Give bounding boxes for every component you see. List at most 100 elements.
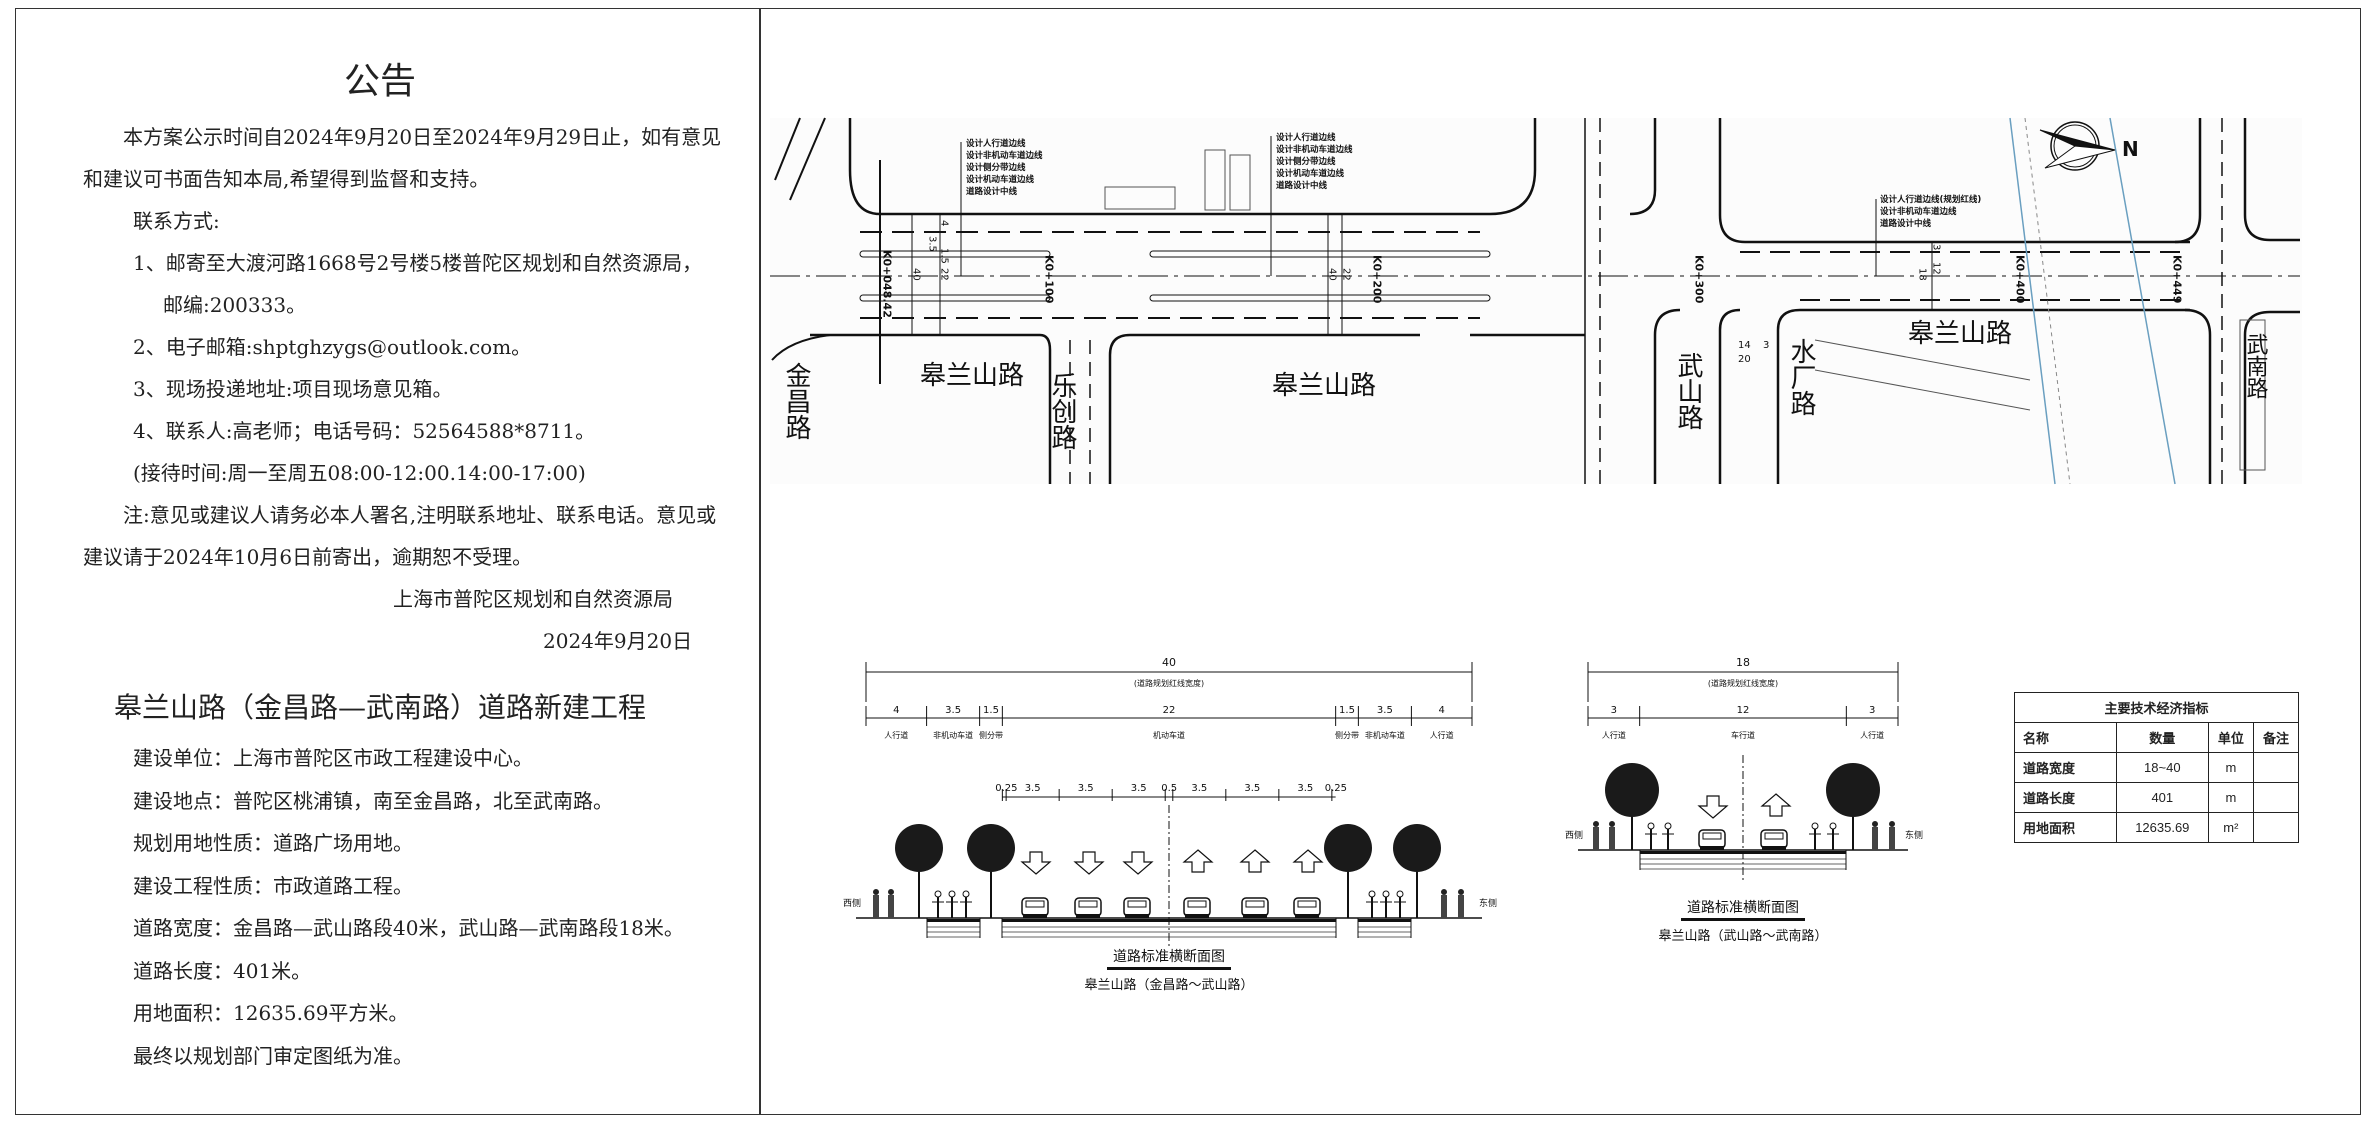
- table-cell-name: 道路宽度: [2014, 752, 2117, 783]
- table-header-row: 名称 数量 单位 备注: [2014, 722, 2300, 753]
- title-underline: [1681, 918, 1805, 921]
- dim-label: 18: [1917, 268, 1928, 281]
- panel-divider: [759, 8, 761, 1115]
- arrow-down-icon: [1073, 851, 1105, 875]
- pedestrian-icon: [1889, 821, 1895, 827]
- contact-email: 2、电子邮箱:shptghzygs@outlook.com。: [133, 335, 532, 359]
- arrow-up-icon: [1760, 793, 1792, 817]
- arrow-up-icon: [1292, 849, 1324, 873]
- legend-item: 道路设计中线: [1880, 218, 1932, 229]
- segment-width-label: 12: [1737, 705, 1750, 716]
- table-cell-value: 12635.69: [2115, 812, 2209, 843]
- pedestrian-body: [1609, 827, 1615, 850]
- cyclist-icon: [1811, 822, 1819, 830]
- jinchang-road-edge: [771, 117, 831, 361]
- pedestrian-body: [873, 895, 879, 918]
- dim-label: 12: [1931, 262, 1942, 275]
- tree-icon: [895, 824, 943, 872]
- table-cell-note: [2252, 782, 2300, 813]
- table-cell-name: 用地面积: [2014, 812, 2117, 843]
- arrow-up-icon: [1239, 849, 1271, 873]
- table-row: 道路宽度 18~40 m: [2014, 752, 2300, 783]
- car-window: [1245, 900, 1265, 908]
- dim-label: 1.5: [939, 248, 950, 264]
- pedestrian-body: [1872, 827, 1878, 850]
- table-row: 用地面积 12635.69 m²: [2014, 812, 2300, 843]
- dim-label: 40: [911, 268, 922, 281]
- road-label-wunan: 武南路: [2243, 333, 2269, 399]
- total-width-label: 18: [1736, 656, 1750, 669]
- wushan-road-edge: [1629, 118, 2190, 244]
- cross-section-40m: 40(道路规划红线宽度)4人行道3.5非机动车道1.5侧分带22机动车道1.5侧…: [843, 656, 1497, 993]
- pedestrian-icon: [1458, 889, 1464, 895]
- car-window: [1078, 900, 1098, 908]
- cyclist-icon: [1368, 890, 1376, 898]
- lane-width-label: 3.5: [1191, 783, 1207, 794]
- legend-item: 道路设计中线: [966, 186, 1018, 197]
- lane-width-label: 3.5: [1078, 783, 1094, 794]
- east-side-label: 东侧: [1905, 829, 1923, 841]
- road-edge-south: [1108, 333, 1585, 484]
- tree-icon: [1324, 824, 1372, 872]
- car-window: [1764, 832, 1784, 840]
- pedestrian-body: [1593, 827, 1599, 850]
- station-label: K0+300: [1693, 255, 1706, 304]
- river-bank: [2109, 117, 2176, 485]
- project-title: 皋兰山路（金昌路—武南路）道路新建工程: [113, 691, 646, 724]
- table-cell-unit: m: [2207, 752, 2254, 783]
- table-title: 主要技术经济指标: [2014, 692, 2299, 723]
- pavement-surface: [1358, 919, 1411, 922]
- legend-b: 设计人行道边线 设计非机动车道边线 设计侧分带边线 设计机动车道边线 道路设计中…: [1276, 132, 1353, 191]
- project-item: 最终以规划部门审定图纸为准。: [133, 1043, 413, 1068]
- lane-width-label: 3.5: [1131, 783, 1147, 794]
- car-wheels: [1295, 914, 1319, 918]
- table-cell-note: [2252, 752, 2300, 783]
- segment-width-label: 1.5: [983, 705, 999, 716]
- pedestrian-icon: [873, 889, 879, 895]
- title-underline: [1107, 967, 1231, 970]
- table-cell-unit: m²: [2207, 812, 2254, 843]
- shuichang-road-edge: [1814, 339, 2031, 411]
- dim-label: 4: [939, 220, 950, 226]
- north-label: N: [2122, 137, 2139, 161]
- notice-title: 公告: [343, 61, 416, 102]
- reception-hours: (接待时间:周一至周五08:00-12:00.14:00-17:00): [133, 461, 586, 485]
- segment-name-label: 侧分带: [1335, 730, 1359, 740]
- cyclist-icon: [962, 890, 970, 898]
- cyclist-icon: [1664, 822, 1672, 830]
- building-outline: [1229, 154, 1251, 211]
- page-frame: [15, 8, 2361, 1115]
- project-item: 建设单位：上海市普陀区市政工程建设中心。: [133, 746, 533, 770]
- lane-width-label: 0.5: [1161, 783, 1177, 794]
- segment-name-label: 人行道: [884, 730, 908, 740]
- pedestrian-icon: [1441, 889, 1447, 895]
- arrow-down-icon: [1020, 851, 1052, 875]
- segment-name-label: 人行道: [1602, 730, 1626, 740]
- segment-name-label: 机动车道: [1153, 730, 1185, 740]
- pedestrian-body: [1458, 895, 1464, 918]
- car-window: [1187, 900, 1207, 908]
- building-outline: [1204, 149, 1226, 211]
- river-bank: [2024, 117, 2071, 485]
- cyclist-icon: [1382, 890, 1390, 898]
- legend-item: 设计人行道边线: [1276, 132, 1336, 143]
- legend-c: 设计人行道边线(规划红线) 设计非机动车道边线 道路设计中线: [1880, 194, 1981, 229]
- segment-width-label: 22: [1163, 705, 1176, 716]
- legend-a: 设计人行道边线 设计非机动车道边线 设计侧分带边线 设计机动车道边线 道路设计中…: [966, 138, 1043, 197]
- arrow-up-icon: [1182, 849, 1214, 873]
- road-edge-south: [810, 333, 1052, 484]
- lane-width-label: 3.5: [1025, 783, 1041, 794]
- table-header: 名称: [2014, 722, 2117, 753]
- car-wheels: [1700, 846, 1724, 850]
- segment-width-label: 3.5: [1377, 705, 1393, 716]
- contact-postcode: 邮编:200333。: [163, 293, 307, 317]
- indicators-table: 主要技术经济指标 名称 数量 单位 备注 道路宽度 18~40 m 道路长度 4…: [2014, 692, 2300, 843]
- arrow-down-icon: [1122, 851, 1154, 875]
- station-label: K0+200: [1371, 255, 1384, 304]
- segment-width-label: 3.5: [945, 705, 961, 716]
- pedestrian-body: [1889, 827, 1895, 850]
- project-item: 道路长度：401米。: [133, 958, 312, 983]
- pedestrian-icon: [1593, 821, 1599, 827]
- road-label-shuichang: 水厂路: [1786, 338, 1816, 416]
- contact-mail: 1、邮寄至大渡河路1668号2号楼5楼普陀区规划和自然资源局，: [133, 251, 703, 275]
